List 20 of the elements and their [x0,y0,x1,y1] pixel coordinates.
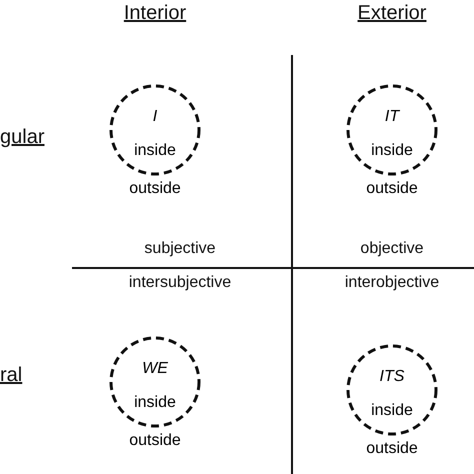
axis-heading: Interior [124,2,186,25]
outside-label: outside [366,180,418,198]
axis-heading: Exterior [358,2,426,25]
quadrant-name: WE [142,360,168,378]
inside-label: inside [371,402,413,420]
quadrant-label: intersubjective [128,274,232,292]
quadrant-label: interobjective [344,274,440,292]
inside-label: inside [134,394,176,412]
quadrant-label: subjective [144,240,216,258]
quadrant-name: ITS [380,368,404,386]
outside-label: outside [129,180,181,198]
quadrant-name: I [152,108,158,126]
outside-label: outside [129,432,181,450]
axis-heading: ral [0,364,22,387]
quadrant-name: IT [384,108,400,126]
outside-label: outside [366,440,418,458]
inside-label: inside [134,142,176,160]
axis-heading: gular [0,126,44,149]
inside-label: inside [371,142,413,160]
quadrant-label: objective [360,240,424,258]
